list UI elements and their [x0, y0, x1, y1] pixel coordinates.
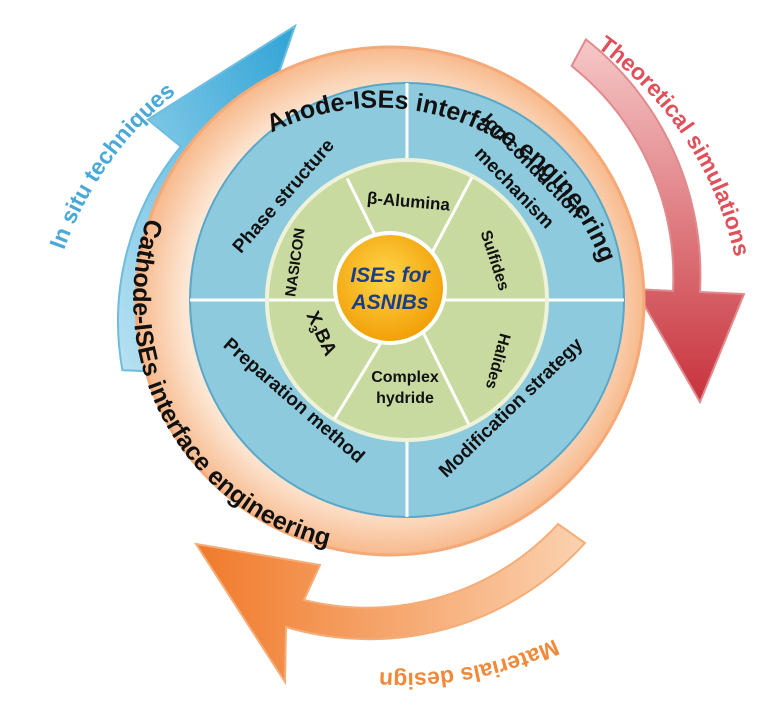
center-label-line2: ASNIBs [350, 291, 428, 314]
materials-arrow [193, 522, 587, 686]
center-circle [333, 231, 447, 345]
theoretical-arrow [570, 37, 746, 405]
materials-label: Materials design [378, 634, 563, 694]
complex-hydride-label-1: Complex [371, 369, 439, 386]
center-label-line1: ISEs for [350, 264, 431, 287]
complex-hydride-label-2: hydride [376, 390, 434, 407]
